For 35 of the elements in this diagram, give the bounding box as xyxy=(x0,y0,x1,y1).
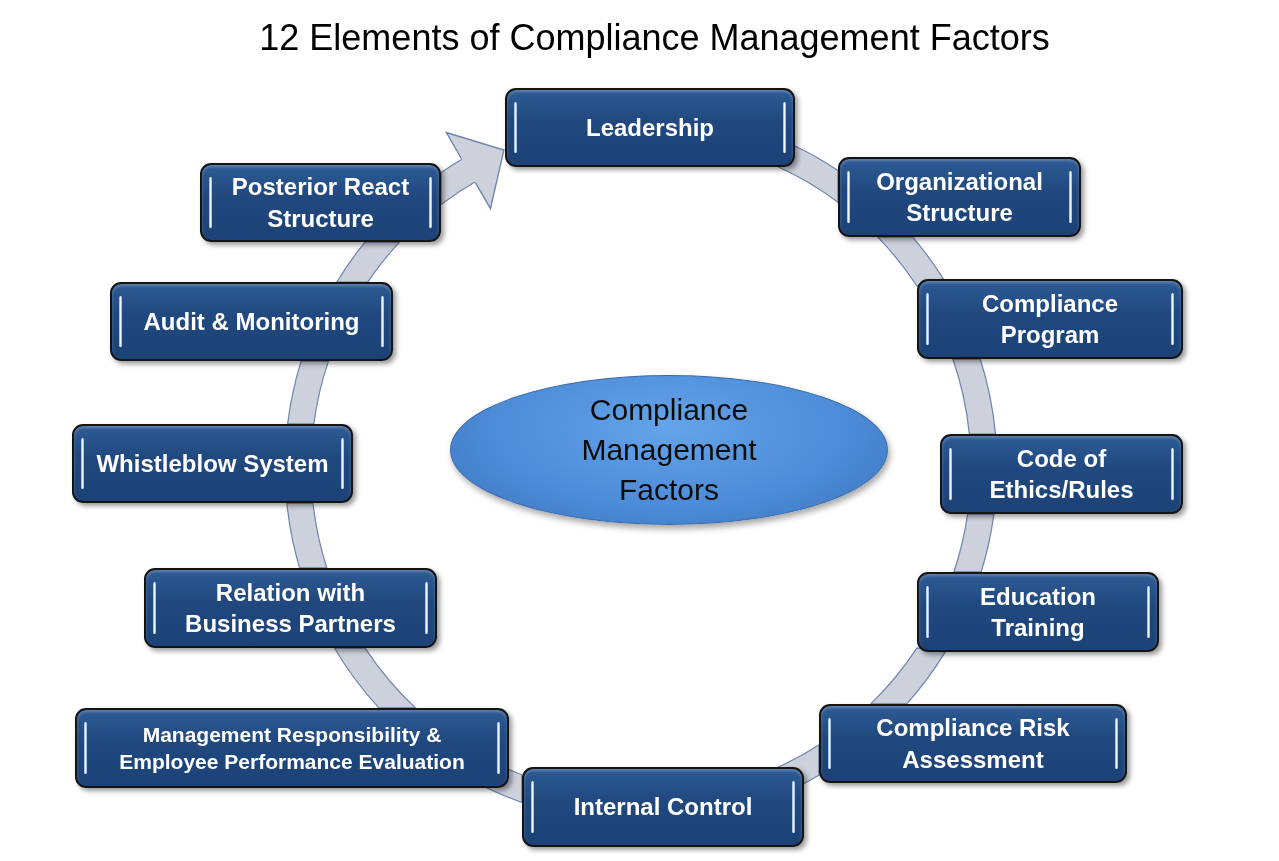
cycle-arrow-band xyxy=(952,358,997,435)
factor-box xyxy=(72,424,353,503)
factor-label: Audit & Monitoring xyxy=(143,306,360,337)
factor-box xyxy=(144,568,437,648)
factor-box xyxy=(110,282,393,361)
factor-box xyxy=(940,434,1183,514)
cycle-arrow-band xyxy=(953,513,995,573)
factor-box xyxy=(75,708,509,788)
factor-label: Education Training xyxy=(979,581,1097,643)
diagram-title: 12 Elements of Compliance Management Factors xyxy=(259,16,1050,60)
factor-label: Leadership xyxy=(585,112,714,143)
factor-box xyxy=(200,163,441,242)
factor-label: Compliance Program xyxy=(981,288,1119,350)
factor-box xyxy=(819,704,1127,783)
factor-box xyxy=(505,88,795,167)
factor-label: Whistleblow System xyxy=(96,448,329,479)
factor-box xyxy=(522,767,804,847)
cycle-arrow-band xyxy=(877,236,944,287)
factor-label: Posterior React Structure xyxy=(230,172,411,234)
cycle-arrow-band xyxy=(870,647,946,705)
factor-box xyxy=(917,279,1183,359)
factor-label: Relation with Business Partners xyxy=(184,577,397,639)
factor-box xyxy=(838,157,1081,237)
factor-label: Organizational Structure xyxy=(875,166,1044,228)
factor-box xyxy=(917,572,1159,652)
factor-label: Compliance Risk Assessment xyxy=(875,713,1071,775)
factor-label: Internal Control xyxy=(573,792,753,823)
cycle-arrow-band xyxy=(440,131,505,210)
factor-label: Code of Ethics/Rules xyxy=(988,443,1135,505)
cycle-arrow-band xyxy=(287,360,330,425)
center-label: Compliance Management Factors xyxy=(580,392,758,508)
cycle-arrow-band xyxy=(286,502,328,569)
cycle-arrow-band xyxy=(336,241,401,283)
factor-label: Management Responsibility & Employee Performance Evaluation xyxy=(118,721,466,775)
cycle-arrow-band xyxy=(333,647,417,709)
